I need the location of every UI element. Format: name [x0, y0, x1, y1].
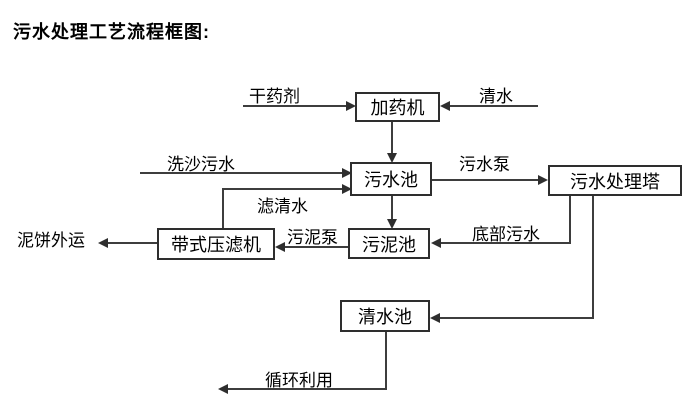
label-mud-cake-out: 泥饼外运 — [17, 231, 85, 250]
connector-recycle-vline — [385, 332, 387, 389]
arrowhead-tower-to-clean-icon — [430, 313, 440, 323]
label-recycle: 循环利用 — [265, 371, 333, 390]
connector-clean-water-line — [449, 105, 538, 107]
page-title: 污水处理工艺流程框图: — [13, 22, 210, 42]
connector-mud-cake-line — [107, 242, 157, 244]
connector-pool-to-sludge-line — [391, 196, 393, 219]
connector-tower-to-clean-vline — [592, 196, 594, 319]
arrowhead-mud-cake-icon — [98, 238, 108, 248]
arrowhead-dosing-to-pool-icon — [387, 153, 397, 163]
connector-dosing-to-pool-line — [391, 122, 393, 155]
connector-filtered-water-hline — [222, 188, 342, 190]
connector-recycle-hline — [227, 388, 387, 390]
label-filtered-water: 滤清水 — [257, 197, 308, 216]
label-dry-agent: 干药剂 — [249, 87, 300, 106]
arrowhead-filtered-water-icon — [342, 184, 352, 194]
node-clean-water-pool: 清水池 — [340, 300, 430, 332]
node-treatment-tower: 污水处理塔 — [548, 165, 682, 196]
label-sand-washing-wastewater: 洗沙污水 — [167, 155, 235, 174]
label-clean-water: 清水 — [479, 87, 513, 106]
connector-tower-to-clean-hline — [439, 317, 594, 319]
connector-sand-wash-line — [140, 172, 342, 174]
arrowhead-wastewater-pump-icon — [538, 175, 548, 185]
arrowhead-sludge-pump-icon — [275, 242, 285, 252]
node-wastewater-pool: 污水池 — [350, 162, 432, 196]
label-wastewater-pump: 污水泵 — [459, 155, 510, 174]
connector-bottom-wastewater-vline — [569, 196, 571, 244]
connector-bottom-wastewater-hline — [440, 242, 571, 244]
arrowhead-sand-wash-icon — [342, 168, 352, 178]
arrowhead-recycle-icon — [218, 384, 228, 394]
connector-wastewater-pump-line — [432, 179, 540, 181]
node-belt-filter-press: 带式压滤机 — [157, 228, 275, 260]
arrowhead-clean-water-icon — [440, 101, 450, 111]
connector-filtered-water-vline — [222, 188, 224, 228]
arrowhead-bottom-wastewater-icon — [431, 238, 441, 248]
arrowhead-dry-agent-icon — [346, 101, 356, 111]
arrowhead-pool-to-sludge-icon — [387, 219, 397, 229]
connector-dry-agent-line — [243, 105, 348, 107]
node-dosing-machine: 加药机 — [355, 92, 440, 122]
connector-sludge-pump-line — [284, 246, 348, 248]
node-sludge-pool: 污泥池 — [348, 228, 430, 259]
label-bottom-wastewater: 底部污水 — [472, 225, 540, 244]
label-sludge-pump: 污泥泵 — [287, 228, 338, 247]
